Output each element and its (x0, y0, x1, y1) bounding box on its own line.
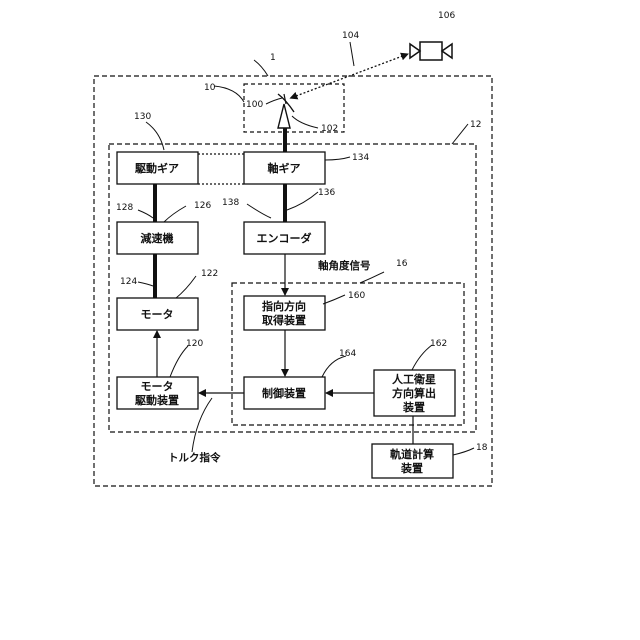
axis-gear-label: 軸ギア (268, 161, 301, 175)
motor-driver-block: モータ 駆動装置 (117, 377, 198, 409)
orbit-calc-block: 軌道計算 装置 (372, 444, 453, 478)
radio-link (296, 54, 408, 96)
ref-138: 138 (222, 198, 239, 208)
ref-128: 128 (116, 203, 133, 213)
torque-command-label: トルク指令 (168, 451, 221, 464)
controller-block: 制御装置 (244, 377, 325, 409)
ref-130: 130 (134, 112, 151, 122)
motor-label: モータ (141, 308, 174, 321)
pointing-acquisition-block: 指向方向 取得装置 (244, 296, 325, 330)
ref-124: 124 (120, 277, 137, 287)
ref-162: 162 (430, 339, 447, 349)
reducer-block: 減速機 (117, 222, 198, 254)
ref-104: 104 (342, 31, 359, 41)
axis-angle-signal-label: 軸角度信号 (318, 259, 371, 272)
drive-gear-label: 駆動ギア (135, 161, 179, 175)
ref-12: 12 (470, 120, 481, 130)
orbit-calc-label-2: 装置 (400, 461, 423, 475)
ref-18: 18 (476, 443, 488, 453)
ref-102: 102 (321, 124, 338, 134)
ref-126: 126 (194, 201, 211, 211)
ref-164: 164 (339, 349, 356, 359)
motor-driver-label-1: モータ (141, 380, 174, 393)
satellite-direction-block: 人工衛星 方向算出 装置 (374, 370, 455, 416)
ref-134: 134 (352, 153, 369, 163)
motor-driver-label-2: 駆動装置 (135, 393, 179, 407)
pointing-acquisition-label-2: 取得装置 (262, 313, 306, 327)
antenna-icon (278, 94, 294, 128)
ref-16: 16 (396, 259, 408, 269)
axis-gear-block: 軸ギア (244, 152, 325, 184)
ref-106: 106 (438, 11, 455, 21)
ref-136: 136 (318, 188, 335, 198)
encoder-label: エンコーダ (257, 231, 312, 245)
satellite-icon (410, 42, 452, 60)
pointing-acquisition-label-1: 指向方向 (262, 299, 306, 313)
reducer-label: 減速機 (141, 231, 174, 245)
motor-block: モータ (117, 298, 198, 330)
ref-122: 122 (201, 269, 218, 279)
satellite-direction-label-1: 人工衛星 (392, 372, 436, 386)
orbit-calc-label-1: 軌道計算 (390, 447, 434, 461)
satellite-direction-label-3: 装置 (402, 400, 425, 414)
drive-gear-block: 駆動ギア (117, 152, 198, 184)
ref-100: 100 (246, 100, 263, 110)
encoder-block: エンコーダ (244, 222, 325, 254)
ref-10: 10 (204, 83, 216, 93)
ref-160: 160 (348, 291, 365, 301)
satellite-direction-label-2: 方向算出 (392, 386, 436, 400)
controller-label: 制御装置 (262, 386, 306, 400)
ref-1: 1 (270, 53, 276, 63)
ref-120: 120 (186, 339, 203, 349)
